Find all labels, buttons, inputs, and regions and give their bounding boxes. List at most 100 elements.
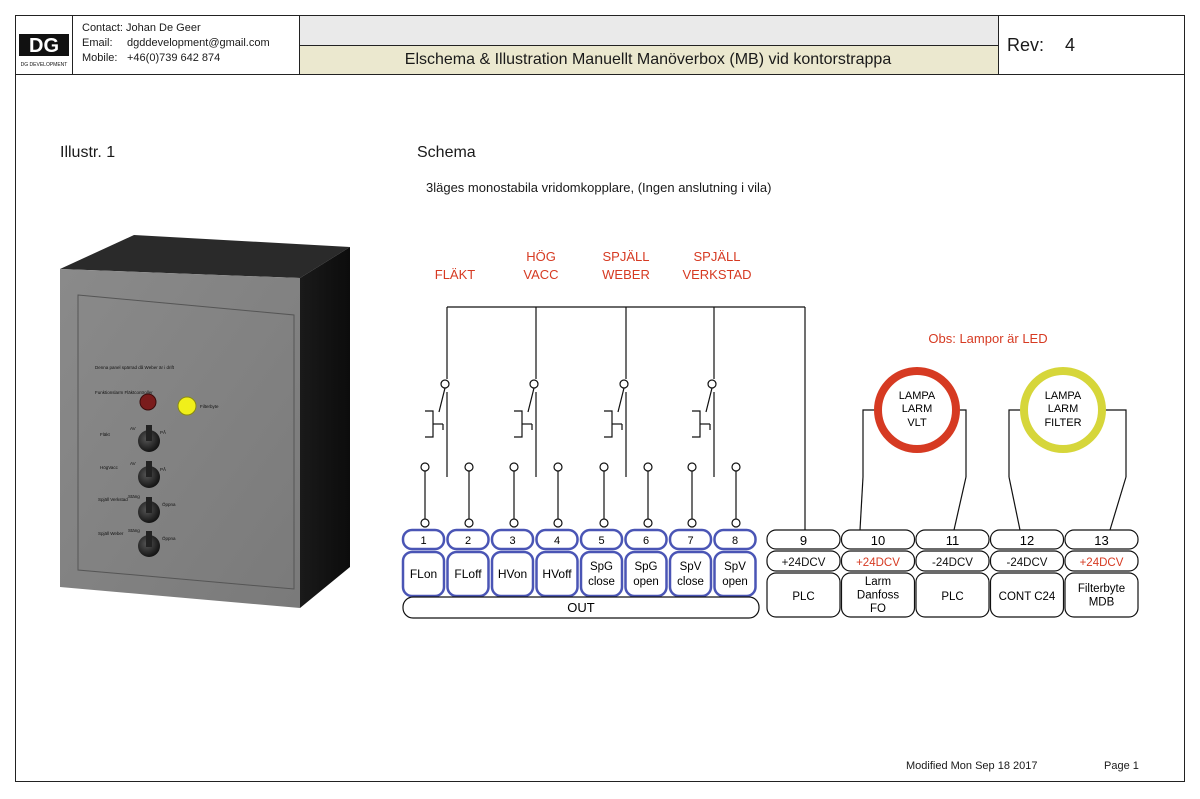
power-terminal-12: 12 -24DCV CONT C24 <box>989 529 1065 618</box>
lamp-larm-vlt: LAMPA LARM VLT <box>862 367 967 477</box>
terminal-voltage: +24DCV <box>1080 557 1124 569</box>
svg-text:LAMPA: LAMPA <box>1045 390 1082 402</box>
terminal-number: 8 <box>732 535 738 547</box>
switch-symbol-3 <box>599 307 653 528</box>
terminal-number: 3 <box>509 535 515 547</box>
svg-text:Stäng: Stäng <box>128 494 140 499</box>
terminal-label: Filterbyte <box>1078 583 1125 595</box>
label-spjall-1: SPJÄLL <box>603 249 650 264</box>
terminal-number: 1 <box>420 535 426 547</box>
lamp-wires <box>859 476 1127 531</box>
label-verkstad: VERKSTAD <box>682 267 751 282</box>
switch-spjall-weber: Spjäll Weber Stäng Öppna <box>98 528 176 557</box>
terminal-number: 5 <box>598 535 604 547</box>
terminal-label: FO <box>870 603 886 615</box>
svg-text:FILTER: FILTER <box>1044 417 1081 429</box>
schema-subtitle: 3läges monostabila vridomkopplare, (Inge… <box>426 180 772 195</box>
svg-text:Öppna: Öppna <box>162 535 176 541</box>
terminal-label: open <box>633 576 659 588</box>
lamp-larm-filter: LAMPA LARM FILTER <box>1008 367 1127 477</box>
rev-value: 4 <box>1065 35 1076 55</box>
terminal-label: HVoff <box>542 567 572 581</box>
svg-text:LARM: LARM <box>902 403 933 415</box>
rev-label: Rev: <box>1007 35 1045 55</box>
illustration-heading: Illustr. 1 <box>60 144 116 161</box>
terminal-voltage: -24DCV <box>932 557 973 569</box>
terminal-number: 7 <box>687 535 693 547</box>
terminal-label: close <box>588 576 615 588</box>
terminal-label: CONT C24 <box>999 591 1056 603</box>
terminal-voltage: -24DCV <box>1007 557 1048 569</box>
svg-text:Spjäll Verkstad: Spjäll Verkstad <box>98 497 128 502</box>
svg-text:Spjäll Weber: Spjäll Weber <box>98 531 124 536</box>
power-terminal-11: 11 -24DCV PLC <box>915 529 990 618</box>
terminal-label: SpV <box>724 561 746 573</box>
switch-flakt: Fläkt AV PÅ <box>100 425 166 452</box>
terminal-number: 4 <box>554 535 560 547</box>
svg-text:LARM: LARM <box>1048 403 1079 415</box>
terminal-number: 9 <box>800 533 807 548</box>
document-title: Elschema & Illustration Manuellt Manöver… <box>404 51 892 68</box>
page-number: Page 1 <box>1104 760 1139 772</box>
terminal-label: Larm <box>865 576 891 588</box>
obs-note: Obs: Lampor är LED <box>928 331 1047 346</box>
power-terminal-9: 9 +24DCV PLC <box>766 529 841 618</box>
terminal-label: HVon <box>498 567 527 581</box>
svg-text:VLT: VLT <box>907 417 927 429</box>
terminal-label: SpG <box>634 561 657 573</box>
terminal-voltage: +24DCV <box>782 557 826 569</box>
modified-date: Modified Mon Sep 18 2017 <box>906 760 1038 772</box>
label-spjall-2: SPJÄLL <box>694 249 741 264</box>
schema-heading: Schema <box>417 144 476 161</box>
terminal-label: Danfoss <box>857 590 899 602</box>
terminal-label: FLoff <box>454 567 482 581</box>
terminal-label: PLC <box>792 591 814 603</box>
terminal-voltage: +24DCV <box>856 557 900 569</box>
label-vacc: VACC <box>523 267 558 282</box>
terminal-number: 12 <box>1020 533 1034 548</box>
lamp1-label: Funktionslarm Fläktcontroller <box>95 390 153 395</box>
out-bar: OUT <box>402 596 760 619</box>
control-box-illustration: Denna panel spärrad då Weber är i drift … <box>60 235 350 608</box>
terminal-label: PLC <box>941 591 963 603</box>
svg-text:AV: AV <box>130 426 136 431</box>
svg-text:Stäng: Stäng <box>128 528 140 533</box>
terminal-number: 10 <box>871 533 885 548</box>
revision-box: Rev: 4 <box>998 15 1185 75</box>
terminal-number: 13 <box>1094 533 1108 548</box>
terminal-label: SpG <box>590 561 613 573</box>
terminal-number: 11 <box>946 533 960 548</box>
email-label: Email: <box>82 37 113 49</box>
filter-lamp <box>177 396 197 416</box>
switch-spjall-verkstad: Spjäll Verkstad Stäng Öppna <box>98 494 176 523</box>
svg-text:PÅ: PÅ <box>160 466 166 472</box>
terminal-number: 2 <box>465 535 471 547</box>
terminal-label: MDB <box>1089 597 1115 609</box>
terminal-number: 6 <box>643 535 649 547</box>
terminal-label: SpV <box>680 561 702 573</box>
logo-text: DG DEVELOPMENT <box>21 62 68 68</box>
logo: DG DG DEVELOPMENT <box>15 15 73 75</box>
svg-text:AV: AV <box>130 461 136 466</box>
terminal-label: open <box>722 576 748 588</box>
contact-name: Contact: Johan De Geer <box>82 22 201 34</box>
switch-symbol-2 <box>509 307 563 528</box>
svg-text:PÅ: PÅ <box>160 429 166 435</box>
title-cell: Elschema & Illustration Manuellt Manöver… <box>299 45 999 75</box>
label-flakt: FLÄKT <box>435 267 476 282</box>
label-weber: WEBER <box>602 267 650 282</box>
switch-hogvacc: HögVacc AV PÅ <box>100 461 166 488</box>
out-label: OUT <box>567 600 595 615</box>
label-hog: HÖG <box>526 249 556 264</box>
svg-text:LAMPA: LAMPA <box>899 390 936 402</box>
